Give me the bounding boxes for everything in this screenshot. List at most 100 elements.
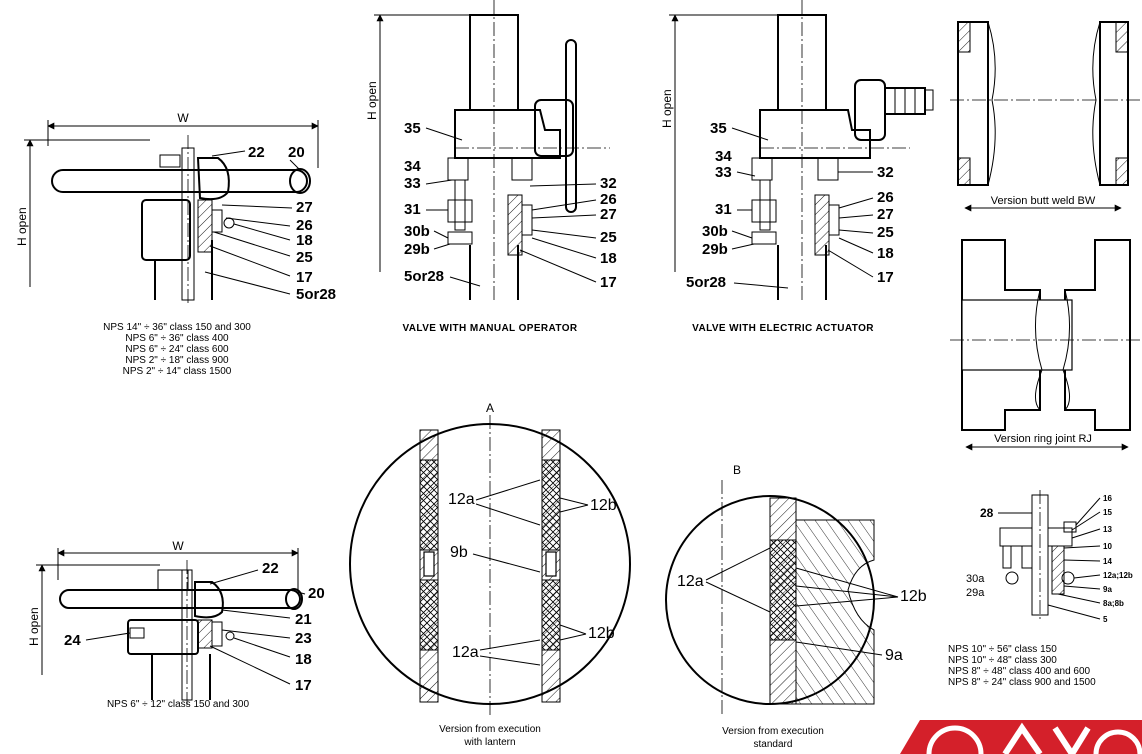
detail-letter: B [733, 463, 741, 477]
callout: 31 [404, 201, 421, 218]
callouts-detail-b: 12a 12b 9a [677, 547, 927, 664]
caption: VALVE WITH ELECTRIC ACTUATOR [692, 323, 874, 334]
callout: 12a [452, 644, 479, 661]
callout: 12a;12b [1103, 571, 1133, 580]
caption-line: NPS 6" ÷ 36" class 400 [125, 333, 229, 344]
callout: 5or28 [296, 286, 336, 303]
callout: 17 [877, 269, 894, 286]
view-electric-actuator: H open 35 34 33 32 26 31 [660, 0, 934, 334]
dim-w-label: W [172, 539, 184, 553]
view-detail-b: B 12a 12b 9a Version from execution stan… [665, 463, 927, 750]
caption: NPS 6" ÷ 12" class 150 and 300 [107, 699, 250, 710]
callout: 8a;8b [1103, 599, 1124, 608]
callouts-detail-a: 12a 12b 9b 12a 12b [448, 479, 617, 666]
dim-h-open-label: H open [365, 81, 379, 120]
callout: 33 [404, 175, 421, 192]
callout: 32 [877, 164, 894, 181]
callout: 21 [295, 611, 312, 628]
caption-line: standard [754, 739, 793, 750]
view-detail-a: A 12a 12b 9b 12a 12b Version from [349, 401, 631, 748]
callout: 31 [715, 201, 732, 218]
callout: 20 [288, 144, 305, 161]
callout: 26 [877, 189, 894, 206]
caption-line: NPS 10" ÷ 48" class 300 [948, 655, 1057, 666]
callout: 9a [885, 647, 903, 664]
callouts-lever-large: 22 20 27 26 18 25 17 5or28 [204, 144, 336, 303]
callout: 12b [590, 497, 617, 514]
callouts-manual: 35 34 33 32 26 31 27 25 30b 18 29b 17 5o… [404, 120, 617, 291]
callout: 29b [404, 241, 430, 258]
callouts-electric: 35 34 33 32 26 31 27 25 30b 18 29b 17 5o… [686, 120, 894, 291]
callout: 27 [877, 206, 894, 223]
callout: 26 [600, 191, 617, 208]
callout: 5 [1103, 615, 1108, 624]
callout: 22 [248, 144, 265, 161]
caption-line: NPS 2" ÷ 14" class 1500 [123, 366, 232, 377]
dim-h-open-label: H open [15, 207, 29, 246]
callout: 5or28 [686, 274, 726, 291]
caption-line: NPS 6" ÷ 24" class 600 [125, 344, 229, 355]
callout: 12b [588, 625, 615, 642]
callout: 30a [966, 573, 985, 585]
callout: 26 [296, 217, 313, 234]
caption: Version butt weld BW [991, 195, 1096, 207]
view-lever-large: W H open 22 20 27 26 18 25 [15, 111, 336, 377]
dim-w-label: W [177, 111, 189, 125]
callout: 18 [877, 245, 894, 262]
callout: 27 [600, 206, 617, 223]
view-butt-weld: Version butt weld BW [950, 21, 1140, 212]
callout: 35 [404, 120, 421, 137]
callout: 15 [1103, 508, 1112, 517]
caption-line: NPS 14" ÷ 36" class 150 and 300 [103, 322, 251, 333]
callout: 9b [450, 544, 468, 561]
callout: 30b [702, 223, 728, 240]
view-ring-joint: Version ring joint RJ [950, 239, 1140, 451]
caption-line: NPS 8" ÷ 24" class 900 and 1500 [948, 677, 1096, 688]
callout: 12b [900, 588, 927, 605]
callout: 33 [715, 164, 732, 181]
callout: 5or28 [404, 268, 444, 285]
callout: 24 [64, 632, 81, 649]
dim-h-open-label: H open [660, 89, 674, 128]
callout: 13 [1103, 525, 1112, 534]
caption: Version ring joint RJ [994, 433, 1092, 445]
callout: 34 [404, 158, 421, 175]
callout: 27 [296, 199, 313, 216]
callout: 12a [677, 573, 704, 590]
callout: 14 [1103, 557, 1112, 566]
caption-line: NPS 10" ÷ 56" class 150 [948, 644, 1057, 655]
callout: 17 [600, 274, 617, 291]
caption-lever-large: NPS 14" ÷ 36" class 150 and 300 NPS 6" ÷… [103, 322, 251, 377]
callout: 17 [295, 677, 312, 694]
caption: VALVE WITH MANUAL OPERATOR [402, 323, 577, 334]
brand-logo-mark [900, 720, 1142, 754]
caption-line: Version from execution [722, 726, 824, 737]
caption-line: NPS 8" ÷ 48" class 400 and 600 [948, 666, 1091, 677]
callout: 17 [296, 269, 313, 286]
callout: 30b [404, 223, 430, 240]
callout: 28 [980, 506, 994, 520]
callout: 23 [295, 630, 312, 647]
callout: 25 [296, 249, 313, 266]
dim-h-open-label: H open [27, 607, 41, 646]
view-lever-small: W H open 22 20 21 24 23 18 [27, 539, 325, 710]
view-packing: 28 16 15 13 10 14 12a;12b 9a 8a;8b 5 30a… [948, 490, 1133, 688]
callout: 16 [1103, 494, 1112, 503]
callout: 18 [600, 250, 617, 267]
callouts-packing: 28 16 15 13 10 14 12a;12b 9a 8a;8b 5 30a… [966, 494, 1133, 624]
caption-packing: NPS 10" ÷ 56" class 150 NPS 10" ÷ 48" cl… [948, 644, 1096, 688]
callout: 12a [448, 491, 475, 508]
callout: 34 [715, 148, 732, 165]
callout: 18 [296, 232, 313, 249]
caption-line: NPS 2" ÷ 18" class 900 [125, 355, 229, 366]
callout: 22 [262, 560, 279, 577]
caption-line: Version from execution [439, 724, 541, 735]
detail-letter: A [486, 401, 494, 415]
callout: 20 [308, 585, 325, 602]
callout: 25 [600, 229, 617, 246]
caption-line: with lantern [463, 737, 515, 748]
callout: 35 [710, 120, 727, 137]
callout: 29a [966, 587, 985, 599]
callout: 18 [295, 651, 312, 668]
